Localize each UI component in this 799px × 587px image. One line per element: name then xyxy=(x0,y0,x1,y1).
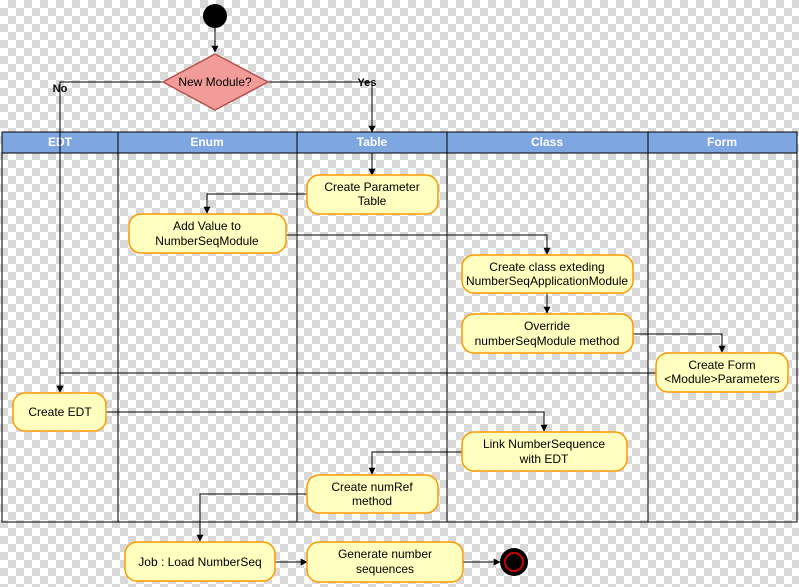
activity-create-class: Create class exteding NumberSeqApplicati… xyxy=(461,254,634,294)
activity-label: Create EDT xyxy=(28,405,92,419)
edge-link-to-numref xyxy=(368,451,462,475)
activity-label: Create Parameter xyxy=(324,180,419,194)
edge-form-to-edt xyxy=(56,372,656,393)
branch-label-yes: Yes xyxy=(358,77,377,89)
activity-job-load-numberseq: Job : Load NumberSeq xyxy=(124,541,276,582)
activity-label: NumberSeqModule xyxy=(155,234,259,248)
activity-label: Generate number xyxy=(338,547,432,561)
activity-label: Create numRef xyxy=(331,480,413,494)
activity-label: Create Form xyxy=(688,358,755,372)
activity-add-value: Add Value to NumberSeqModule xyxy=(128,213,287,254)
activity-label: Add Value to xyxy=(173,219,241,233)
activity-label: Job : Load NumberSeq xyxy=(138,555,261,569)
lane-title-class: Class xyxy=(531,135,563,149)
end-node xyxy=(500,548,528,576)
edge-yes xyxy=(268,81,376,133)
activity-create-form: Create Form <Module>Parameters xyxy=(655,352,789,393)
start-node xyxy=(203,4,227,28)
activity-label: <Module>Parameters xyxy=(664,372,779,386)
decision-diamond xyxy=(161,53,270,111)
activity-label: with EDT xyxy=(519,452,569,466)
branch-label-no: No xyxy=(53,83,68,95)
edge-numref-to-job xyxy=(196,493,307,542)
activity-override-method: Override numberSeqModule method xyxy=(461,313,634,354)
edge-edt-to-link xyxy=(106,411,548,432)
pool-border xyxy=(1,131,798,523)
edges xyxy=(56,28,726,566)
activity-label: numberSeqModule method xyxy=(475,334,620,348)
edge-no xyxy=(56,81,163,393)
lane-header-bar xyxy=(2,132,797,153)
activity-create-parameter-table: Create Parameter Table xyxy=(306,174,439,215)
activity-link-numbersequence: Link NumberSequence with EDT xyxy=(461,431,628,472)
lane-title-table: Table xyxy=(357,135,388,149)
activity-label: Link NumberSequence xyxy=(483,437,605,451)
activity-label: Override xyxy=(524,319,570,333)
activity-label: Table xyxy=(358,194,387,208)
lane-title-enum: Enum xyxy=(190,135,223,149)
activity-label: method xyxy=(352,494,392,508)
edge-add-value-to-class xyxy=(286,234,551,255)
edge-table-to-add-value xyxy=(203,193,307,214)
swimlane-pool: EDT Enum Table Class Form xyxy=(1,131,798,523)
lane-title-form: Form xyxy=(707,135,737,149)
activity-create-edt: Create EDT xyxy=(12,392,107,432)
decision-node: New Module? No Yes xyxy=(53,53,377,111)
activity-label: NumberSeqApplicationModule xyxy=(466,274,628,288)
activity-label: sequences xyxy=(356,562,414,576)
edge-override-to-form xyxy=(633,333,726,353)
decision-label: New Module? xyxy=(178,75,252,89)
activity-label: Create class exteding xyxy=(489,260,604,274)
activity-create-numref: Create numRef method xyxy=(306,474,439,514)
activity-generate-number-sequences: Generate number sequences xyxy=(306,541,464,583)
